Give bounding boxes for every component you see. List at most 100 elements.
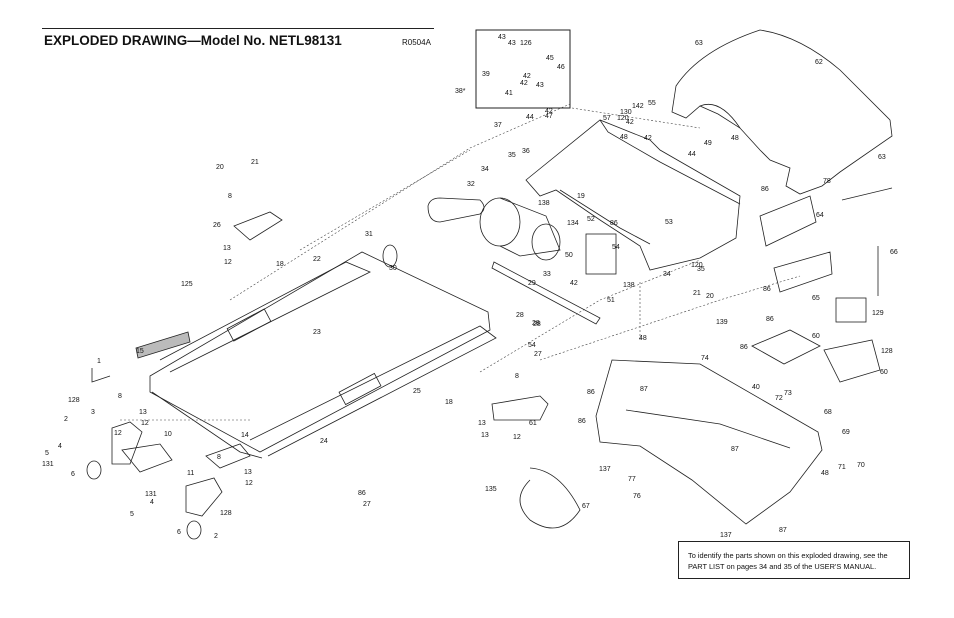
walking-deck	[149, 251, 491, 453]
part-label: 6	[71, 471, 75, 478]
part-label: 67	[582, 503, 590, 510]
bracket-26	[233, 211, 283, 241]
deck-label-panel	[226, 308, 272, 342]
part-label: 86	[761, 186, 769, 193]
part-label: 137	[720, 532, 732, 539]
part-label: 4	[58, 443, 62, 450]
side-rail	[249, 325, 497, 457]
part-label: 8	[217, 454, 221, 461]
wire-78	[841, 187, 893, 201]
part-label: 21	[693, 290, 701, 297]
part-label: 73	[784, 390, 792, 397]
part-label: 37	[494, 122, 502, 129]
part-label: 42	[570, 280, 578, 287]
part-label: 20	[706, 293, 714, 300]
part-label: 27	[534, 351, 542, 358]
part-label: 13	[478, 420, 486, 427]
part-label: 46	[557, 64, 565, 71]
part-label: 70	[857, 462, 865, 469]
foot-cover-left	[121, 443, 173, 473]
part-label: 87	[640, 386, 648, 393]
part-label: 44	[526, 114, 534, 121]
side-rail-left	[159, 261, 371, 373]
part-label: 74	[701, 355, 709, 362]
part-label: 8	[118, 393, 122, 400]
part-label: 62	[815, 59, 823, 66]
part-label: 30	[389, 265, 397, 272]
part-label: 12	[245, 480, 253, 487]
foot-bracket-left	[111, 421, 143, 465]
part-label: 60	[880, 369, 888, 376]
part-label: 77	[628, 476, 636, 483]
part-label: 126	[520, 40, 532, 47]
choke-129	[835, 297, 867, 323]
part-label: 48	[731, 135, 739, 142]
frame-inner	[599, 119, 741, 205]
part-label: 57	[603, 115, 611, 122]
part-label: 25	[413, 388, 421, 395]
part-label: 28	[532, 320, 540, 327]
part-label: 134	[567, 220, 579, 227]
part-label: 34	[481, 166, 489, 173]
part-label: 12	[513, 434, 521, 441]
part-label: 39	[482, 71, 490, 78]
part-label: 48	[639, 335, 647, 342]
drawing-code: R0504A	[402, 38, 431, 47]
part-label: 142	[632, 103, 644, 110]
motor-hood	[671, 29, 893, 195]
part-label: 137	[599, 466, 611, 473]
part-label: 72	[775, 395, 783, 402]
part-label: 86	[358, 490, 366, 497]
part-label: 61	[529, 420, 537, 427]
part-label: 36	[522, 148, 530, 155]
part-label: 55	[648, 100, 656, 107]
part-label: 19	[577, 193, 585, 200]
part-label: 42	[644, 135, 652, 142]
header-rule	[42, 28, 434, 29]
part-label: 26	[213, 222, 221, 229]
part-label: 27	[363, 501, 371, 508]
part-label: 44	[688, 151, 696, 158]
part-label: 65	[812, 295, 820, 302]
foot-bracket-right	[185, 477, 223, 517]
part-label: 120	[617, 115, 629, 122]
part-label: 40	[752, 384, 760, 391]
part-label: 24	[320, 438, 328, 445]
part-label: 10	[164, 431, 172, 438]
part-label: 13	[139, 409, 147, 416]
part-label: 35	[697, 266, 705, 273]
part-label: 42	[545, 108, 553, 115]
roller-end	[205, 443, 251, 469]
frame	[525, 119, 741, 271]
inset-box	[475, 29, 571, 109]
part-label: 47	[545, 113, 553, 120]
part-label: 8	[228, 193, 232, 200]
part-label: 128	[881, 348, 893, 355]
part-label: 2	[64, 416, 68, 423]
reference-note: To identify the parts shown on this expl…	[678, 541, 910, 579]
part-label: 15	[136, 348, 144, 355]
part-label: 64	[816, 212, 824, 219]
part-label: 22	[313, 256, 321, 263]
part-label: 32	[467, 181, 475, 188]
part-label: 13	[244, 469, 252, 476]
part-label: 12	[114, 430, 122, 437]
part-label: 28	[516, 312, 524, 319]
part-label: 138	[538, 200, 550, 207]
motor-body	[499, 197, 561, 257]
part-label: 87	[731, 446, 739, 453]
part-label: 5	[45, 450, 49, 457]
part-label: 42	[523, 73, 531, 80]
motor-belt	[427, 197, 485, 223]
part-label: 131	[42, 461, 54, 468]
part-label: 42	[520, 80, 528, 87]
part-label: 6	[177, 529, 181, 536]
part-label: 130	[620, 109, 632, 116]
part-label: 86	[610, 220, 618, 227]
part-label: 139	[716, 319, 728, 326]
part-label: 69	[842, 429, 850, 436]
part-label: 68	[824, 409, 832, 416]
part-label: 42	[626, 119, 634, 126]
foot-6-right	[186, 520, 202, 540]
